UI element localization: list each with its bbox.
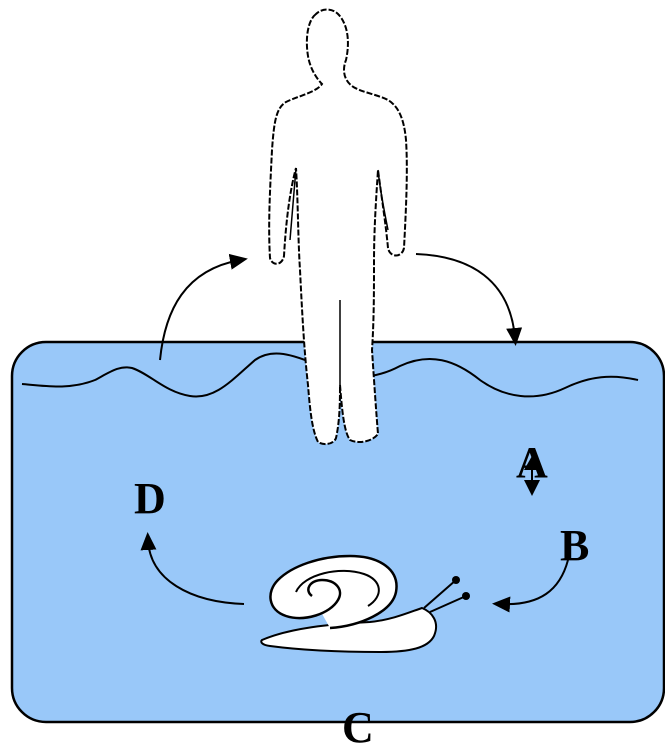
stage-label-c: C [342, 706, 374, 750]
stage-label-b: B [560, 524, 589, 568]
stage-label-d: D [134, 477, 166, 521]
stage-label-a: A [516, 441, 548, 485]
arrow-human-to-water [416, 254, 515, 338]
